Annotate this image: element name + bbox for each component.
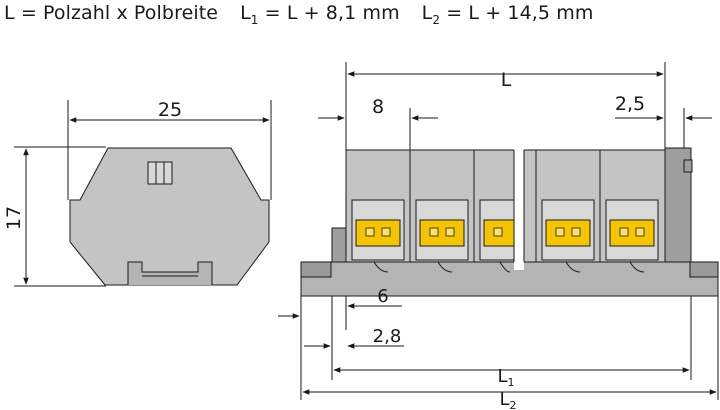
clamp-windows [351,199,659,261]
side-slot [147,161,173,185]
length-label: L [501,69,512,91]
formula-l1: L1 = L + 8,1 mm [240,2,400,27]
clamp-1 [351,199,405,261]
end-offset-label: 2,5 [615,93,645,115]
side-foot [127,261,213,285]
mounting-rail [300,261,719,297]
formula-line: L = Polzahl x Polbreite L1 = L + 8,1 mm L2… [4,2,593,27]
clamp-4 [541,199,595,261]
pitch-label: 8 [372,96,384,118]
height-label: 17 [3,206,25,230]
clamp-2 [415,199,469,261]
front-view: L 8 2,5 [278,62,719,410]
side-body [69,147,270,286]
width-label: 25 [158,99,182,121]
formula-l: L = Polzahl x Polbreite [4,2,219,24]
l1-label: L1 [497,366,514,389]
dim-6-label: 6 [377,286,388,307]
clamp-3 [479,199,515,261]
formula-l2: L2 = L + 14,5 mm [421,2,594,27]
dim-28-label: 2,8 [373,326,402,347]
clamp-5 [605,199,659,261]
side-view: 25 17 [3,99,272,287]
rail-hooks [373,261,645,273]
end-plate-left [331,227,347,263]
l2-label: L2 [499,389,516,410]
